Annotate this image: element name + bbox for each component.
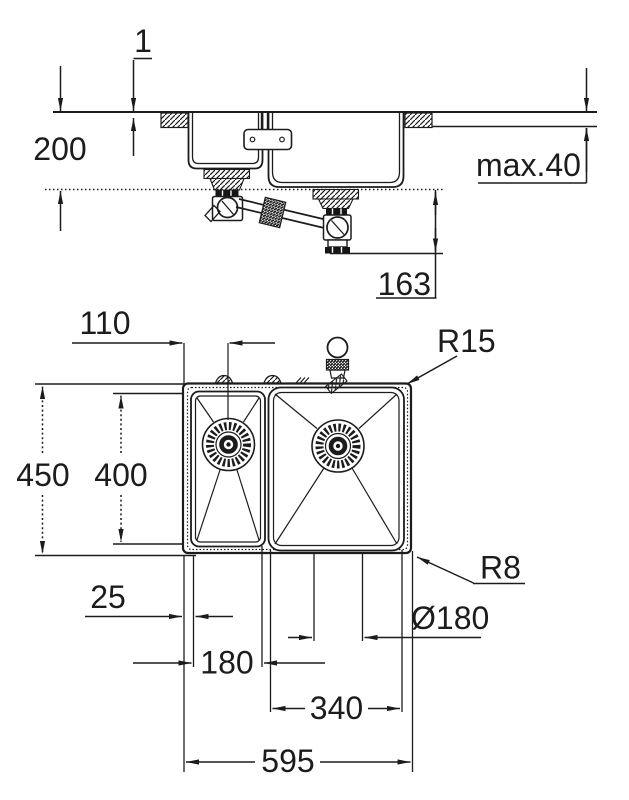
dim-overall-width: 595 [186, 743, 411, 779]
counter-cut-hatch-right [404, 112, 433, 129]
bracket-screw-icon [279, 136, 285, 143]
dim-large-bowl-width-label: 340 [310, 690, 363, 726]
dim-large-bowl-width: 340 [272, 690, 400, 726]
small-bowl-drain-assembly [203, 168, 251, 223]
mounting-clip-icon [214, 374, 310, 384]
dim-drain-diameter-label: Ø180 [411, 600, 489, 636]
dim-left-edge-gap: 25 [85, 579, 233, 620]
dim-waste-height-label: 163 [378, 266, 431, 302]
large-bowl-drain-icon [311, 419, 365, 473]
dim-counter-thickness: max.40 [476, 68, 590, 184]
trap-stub-pipe [204, 204, 221, 223]
dim-outer-corner-radius-label: R8 [480, 550, 521, 586]
plan-view: 110 450 400 25 Ø180 180 [16, 305, 525, 779]
dim-drain-diameter: Ø180 [288, 600, 489, 641]
dim-rim-height: 1 [130, 23, 152, 156]
large-bowl-drain-assembly [312, 188, 360, 254]
small-bowl-plan [190, 390, 266, 548]
dim-inner-corner-radius: R15 [406, 323, 496, 385]
dim-bowl-depth: 200 [33, 66, 87, 231]
pipe-coupling-nut [258, 196, 287, 229]
small-bowl-drain-icon [201, 417, 256, 472]
dim-counter-thickness-label: max.40 [476, 147, 581, 183]
dim-outer-depth: 450 [16, 386, 70, 554]
dim-bowl-inner-depth: 400 [94, 395, 148, 542]
dim-left-edge-gap-label: 25 [90, 579, 126, 615]
section-view: 1 200 max.40 163 [33, 23, 597, 302]
bracket-screw-icon [249, 136, 256, 143]
dim-bowl-inner-depth-label: 400 [94, 457, 147, 493]
dim-bowl-depth-label: 200 [33, 131, 86, 167]
large-bowl-section [267, 113, 405, 188]
counter-cut-hatch-left [160, 112, 189, 129]
dim-overall-width-label: 595 [261, 743, 314, 779]
faucet-icon [324, 336, 350, 395]
dim-inner-corner-radius-label: R15 [437, 323, 496, 359]
dim-drain-offset: 110 [72, 305, 275, 346]
waste-pipe [235, 196, 332, 230]
dim-rim-height-label: 1 [134, 23, 152, 59]
dim-outer-corner-radius: R8 [416, 550, 525, 586]
dim-outer-depth-label: 450 [16, 457, 69, 493]
small-bowl-section [187, 113, 264, 170]
mounting-bracket [243, 113, 293, 151]
dim-drain-offset-label: 110 [79, 305, 130, 341]
dim-small-bowl-width: 180 [133, 645, 325, 681]
dim-waste-height: 163 [376, 190, 439, 302]
large-bowl-plan [267, 386, 405, 552]
dim-small-bowl-width-label: 180 [200, 645, 253, 681]
